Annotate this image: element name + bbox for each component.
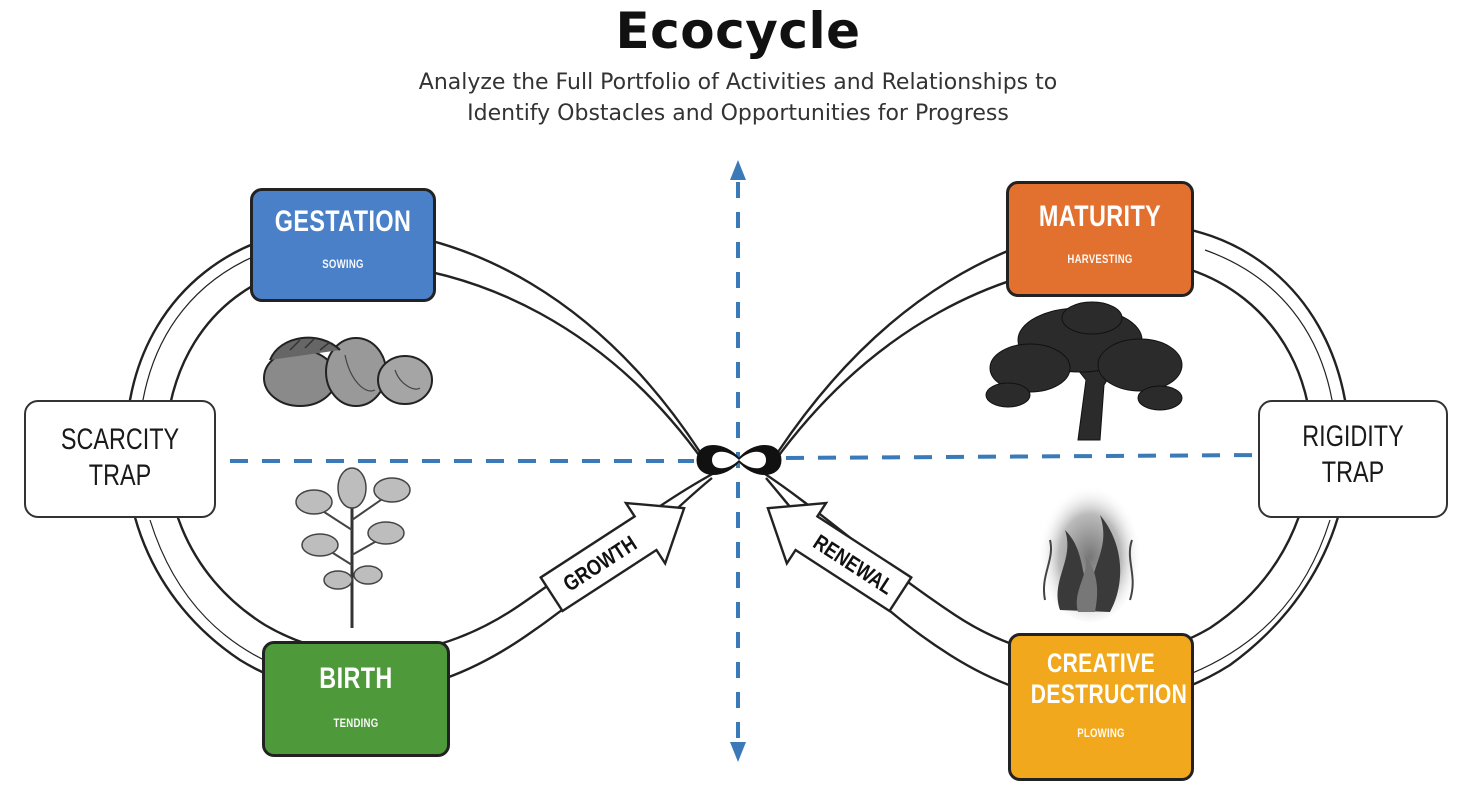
- axis-arrow-up-icon: [730, 160, 746, 180]
- creative-label: CREATIVE: [1046, 648, 1156, 678]
- tree-icon: [985, 301, 1183, 441]
- rigidity-trap-line2: TRAP: [1321, 456, 1385, 489]
- scarcity-trap-line1: SCARCITY: [60, 423, 180, 456]
- creative-destruction-box: CREATIVE DESTRUCTION PLOWING: [1008, 633, 1194, 781]
- rigidity-trap-box: RIGIDITY TRAP: [1258, 400, 1448, 518]
- destruction-label: DESTRUCTION: [1030, 679, 1188, 709]
- subtitle-line-1: Analyze the Full Portfolio of Activities…: [418, 70, 1058, 95]
- birth-activity: TENDING: [333, 716, 379, 730]
- horizontal-axis-right: [785, 453, 1263, 460]
- subtitle-line-2: Identify Obstacles and Opportunities for…: [467, 101, 1009, 126]
- sapling-icon: [295, 467, 411, 628]
- creative-destruction-activity: PLOWING: [1077, 726, 1125, 740]
- growth-arrow: GROWTH: [539, 501, 686, 613]
- gestation-box: GESTATION SOWING: [250, 188, 436, 302]
- birth-label: BIRTH: [319, 662, 393, 695]
- scarcity-trap-line2: TRAP: [88, 459, 152, 492]
- gestation-activity: SOWING: [322, 257, 364, 271]
- fire-icon: [1038, 478, 1142, 622]
- maturity-box: MATURITY HARVESTING: [1006, 181, 1194, 297]
- maturity-activity: HARVESTING: [1067, 252, 1133, 266]
- infinity-symbol-icon: [696, 445, 782, 475]
- renewal-arrow: RENEWAL: [766, 501, 913, 613]
- rigidity-trap-line1: RIGIDITY: [1302, 420, 1404, 453]
- birth-box: BIRTH TENDING: [262, 641, 450, 757]
- scarcity-trap-box: SCARCITY TRAP: [24, 400, 216, 518]
- axis-arrow-down-icon: [730, 742, 746, 762]
- page-title: Ecocycle: [615, 2, 861, 60]
- maturity-label: MATURITY: [1038, 200, 1162, 233]
- gestation-label: GESTATION: [274, 205, 412, 238]
- acorns-icon: [263, 336, 433, 407]
